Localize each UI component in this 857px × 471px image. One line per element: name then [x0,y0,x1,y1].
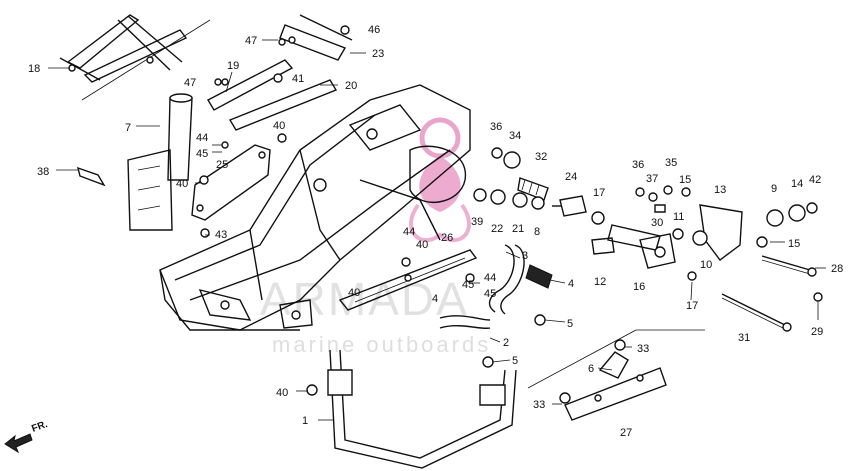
label-part-40-d: 40 [348,287,360,299]
main-frame [159,84,471,331]
label-part-21: 21 [512,223,524,235]
label-part-29: 29 [811,326,823,338]
label-part-39: 39 [471,216,483,228]
label-part-23: 23 [372,48,384,60]
part-38-clip [77,166,106,187]
label-part-40-a: 40 [273,120,285,132]
label-part-34: 34 [509,130,521,142]
label-part-16: 16 [633,281,645,293]
label-part-46: 46 [368,24,380,36]
label-part-33-b: 33 [533,399,545,411]
engine-mount-right [635,185,818,261]
label-part-33-a: 33 [637,343,649,355]
label-part-20: 20 [345,80,357,92]
label-part-45-b: 45 [484,288,496,300]
label-part-44-c: 44 [484,272,496,284]
label-part-2: 2 [503,337,509,349]
part-1-lower-pipe [327,349,517,469]
label-part-40-c: 40 [416,239,428,251]
center-small-parts [473,147,549,210]
label-part-44-b: 44 [403,226,415,238]
label-part-24: 24 [565,171,577,183]
label-part-14: 14 [791,178,803,190]
label-part-37: 37 [646,173,658,185]
label-part-40-b: 40 [176,178,188,190]
fasteners [199,36,475,396]
label-part-17-b: 17 [686,300,698,312]
front-label: FR. [30,419,49,435]
label-part-1: 1 [302,415,308,427]
part-25-gusset [191,144,271,221]
engine-mount-left [591,211,697,281]
label-part-26: 26 [441,232,453,244]
watermark-tagline: marine outboards [272,332,491,357]
leader-lines [48,39,826,421]
label-part-3: 3 [522,250,528,262]
label-part-17-a: 17 [593,187,605,199]
label-part-41: 41 [292,73,304,85]
part-23-upper-stay [278,14,353,61]
part-19-20-cross-bars [207,59,338,131]
label-part-25: 25 [216,159,228,171]
label-part-12: 12 [594,276,606,288]
label-part-6: 6 [588,363,594,375]
label-part-28: 28 [831,263,843,275]
label-part-45-a: 45 [196,148,208,160]
label-part-44-a: 44 [196,132,208,144]
label-part-7: 7 [125,122,131,134]
label-part-15-b: 15 [788,238,800,250]
part-18-rear-bracket [59,14,188,83]
label-part-5-b: 5 [512,355,518,367]
label-part-31: 31 [738,332,750,344]
label-part-32: 32 [535,151,547,163]
label-part-38: 38 [37,166,49,178]
hoses-group [439,244,553,368]
label-part-40-e: 40 [276,387,288,399]
label-part-22: 22 [491,223,503,235]
label-part-30: 30 [651,217,663,229]
label-part-9: 9 [771,183,777,195]
part-7-head-pipe [127,93,193,231]
label-part-36-a: 36 [490,121,502,133]
label-part-42: 42 [809,174,821,186]
long-bolts [721,255,823,332]
label-part-47-a: 47 [245,35,257,47]
front-arrow-icon [4,433,33,454]
part-24-valve [552,195,587,217]
label-part-45-c: 45 [462,279,474,291]
label-part-36-b: 36 [632,159,644,171]
label-part-27: 27 [620,427,632,439]
label-part-13: 13 [714,184,726,196]
label-part-35: 35 [665,157,677,169]
part-number-labels: 1 2 3 4 4 5 5 6 7 8 9 10 11 12 13 14 15 … [28,24,843,439]
part-27-step-bracket [559,339,667,421]
label-part-4-a: 4 [568,278,574,290]
label-part-10: 10 [700,259,712,271]
label-part-43: 43 [215,229,227,241]
label-part-8: 8 [534,226,540,238]
front-direction-indicator: FR. [4,419,49,454]
label-part-47-b: 47 [184,77,196,89]
label-part-11: 11 [673,211,684,223]
label-part-19: 19 [227,60,239,72]
label-part-5-a: 5 [567,318,573,330]
label-part-4-b: 4 [432,293,438,305]
label-part-18: 18 [28,63,40,75]
label-part-15-a: 15 [679,174,691,186]
watermark-logo [409,117,471,243]
